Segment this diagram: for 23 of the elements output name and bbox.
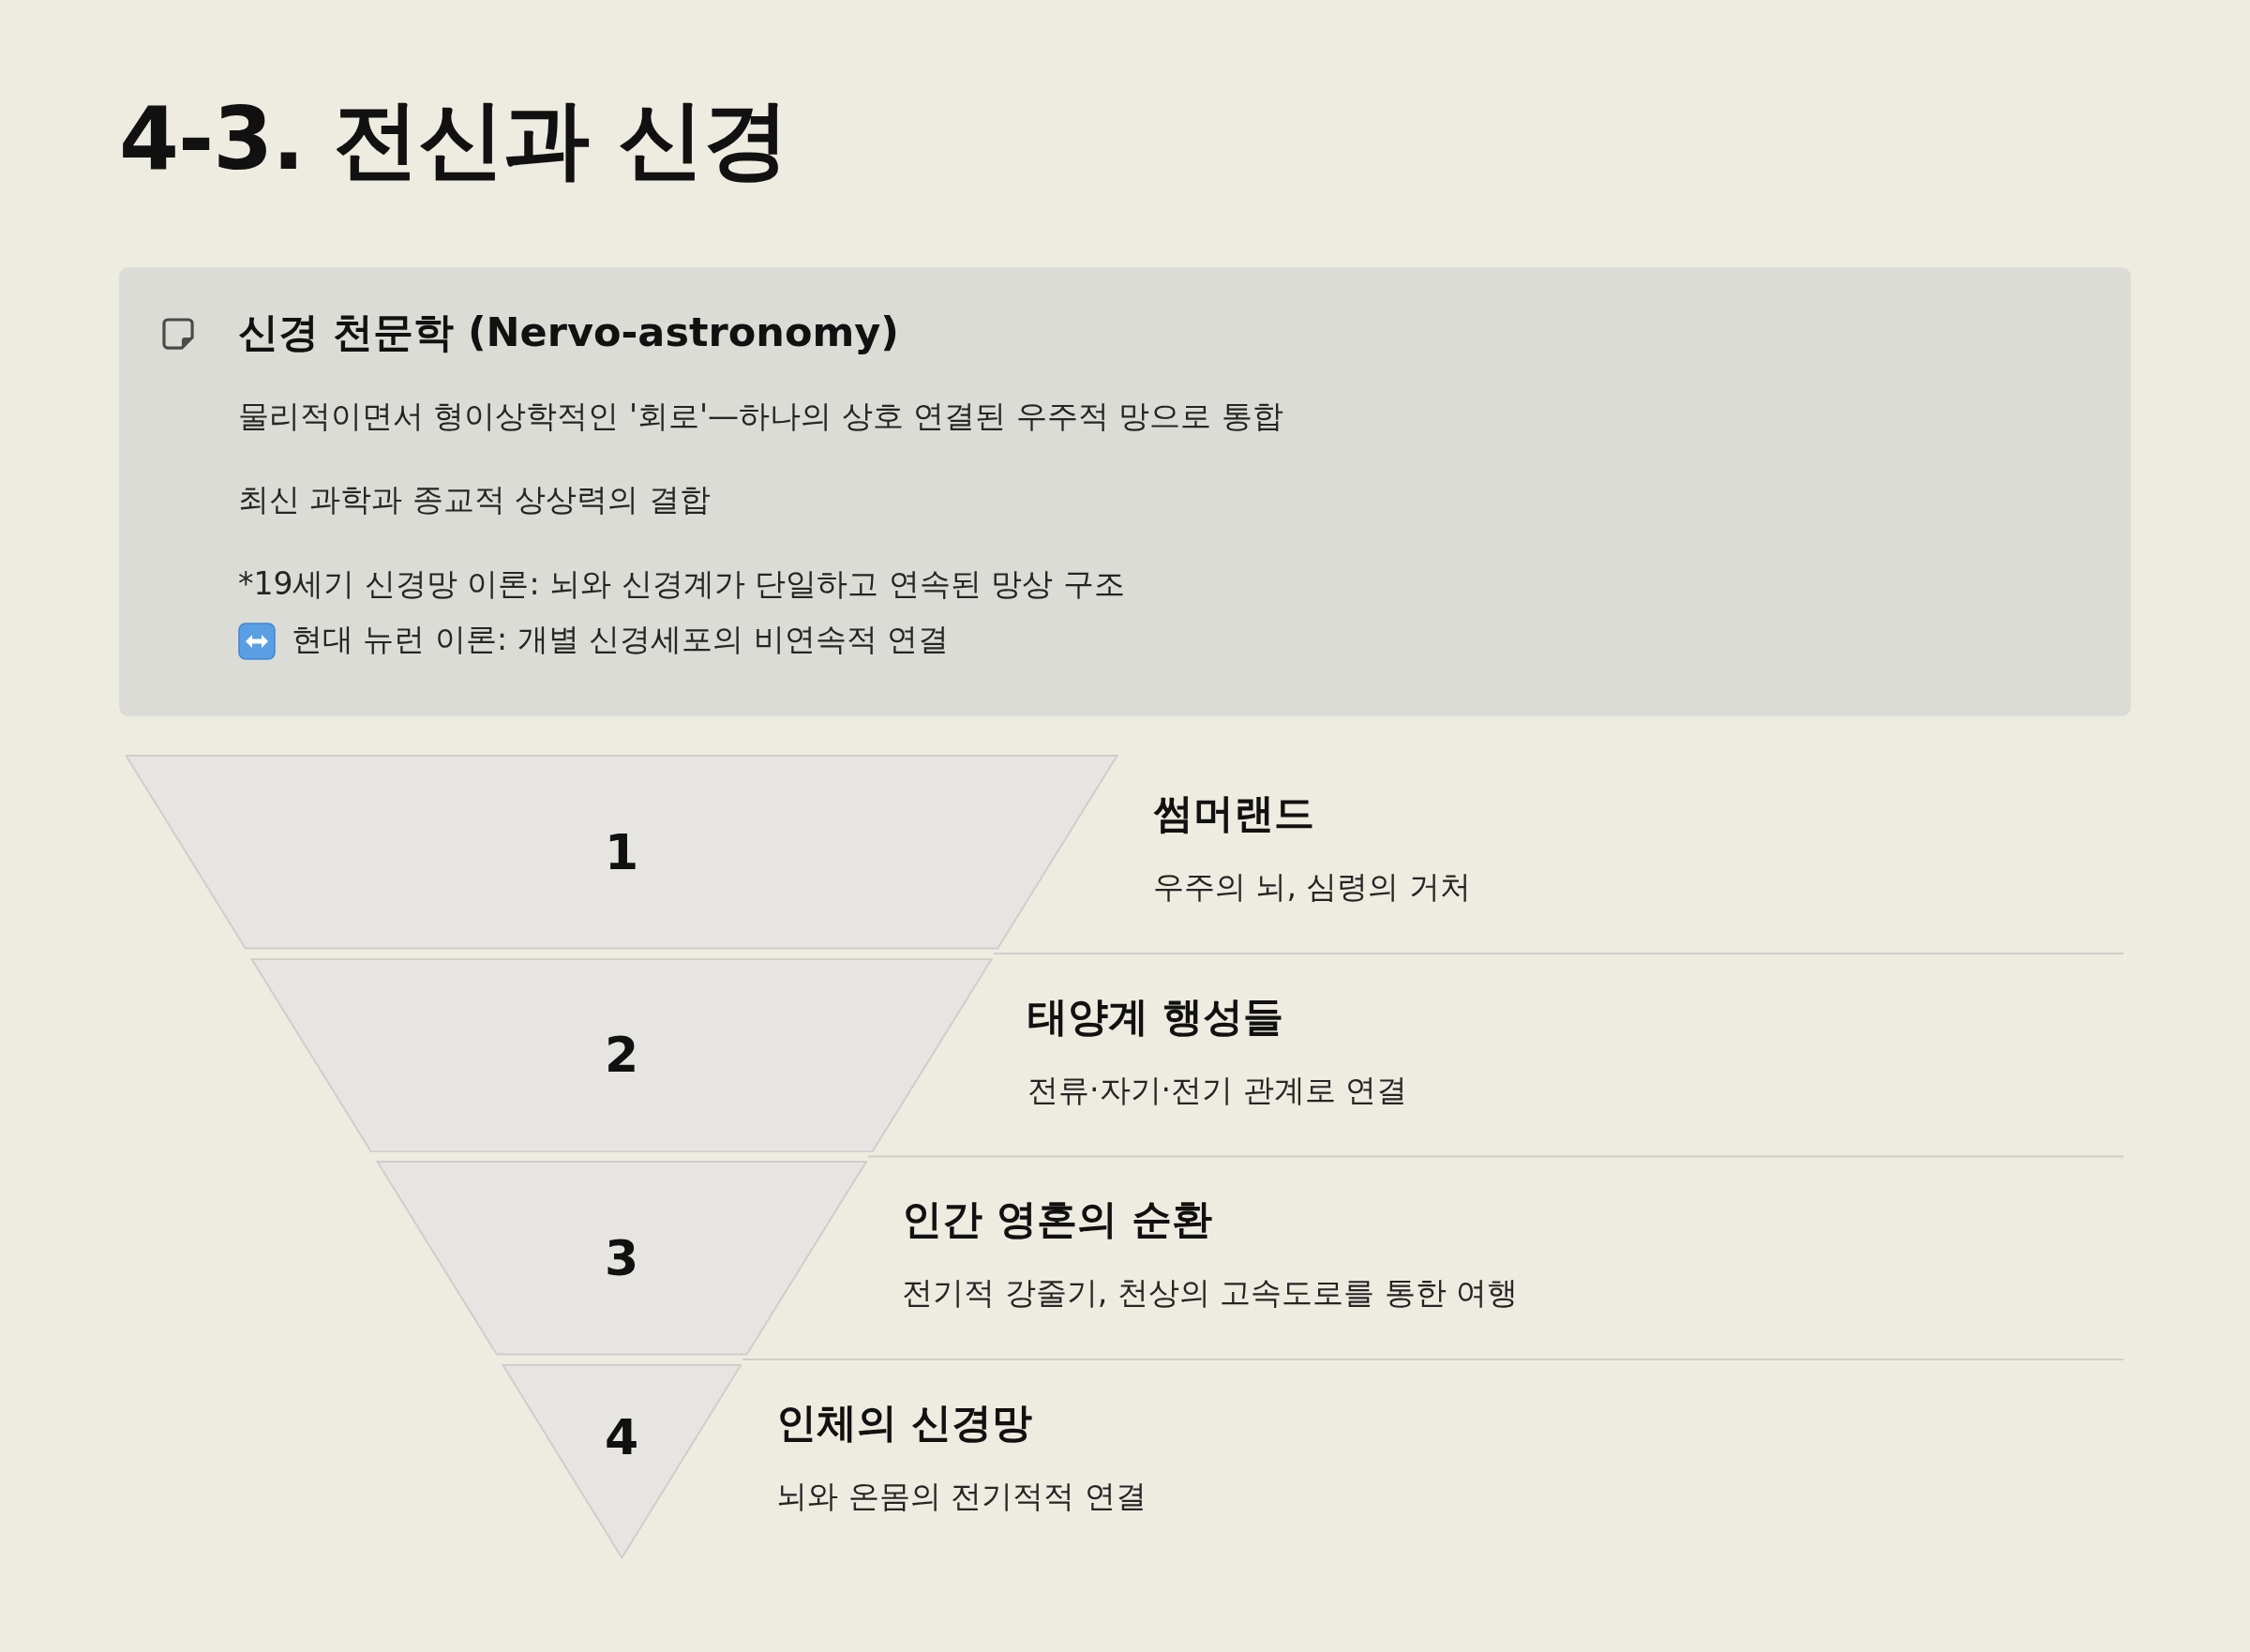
tier-heading: 태양계 행성들	[1028, 991, 1284, 1042]
segment-number: 3	[604, 1228, 639, 1287]
callout-text: 최신 과학과 종교적 상상력의 결합	[238, 480, 711, 519]
funnel-segment	[375, 1161, 868, 1356]
callout-text: *19세기 신경망 이론: 뇌와 신경계가 단일하고 연속된 망상 구조	[238, 564, 1125, 604]
tier-description: 전류·자기·전기 관계로 연결	[1028, 1070, 1408, 1110]
tier-description: 우주의 뇌, 심령의 거처	[1153, 866, 1471, 907]
callout-box	[119, 267, 2131, 716]
segment-number: 4	[604, 1408, 639, 1467]
tier-heading: 썸머랜드	[1153, 788, 1314, 839]
tier-description: 전기적 강줄기, 천상의 고속도로를 통한 여행	[902, 1272, 1519, 1313]
tier-heading: 인체의 신경망	[776, 1397, 1033, 1448]
segment-number: 1	[604, 822, 639, 881]
callout-text: 물리적이면서 형이상학적인 '회로'—하나의 상호 연결된 우주적 망으로 통합	[238, 397, 1283, 436]
page-title: 4-3. 전신과 신경	[119, 90, 789, 189]
funnel-segment	[249, 957, 994, 1152]
tier-heading: 인간 영혼의 순환	[902, 1194, 1213, 1245]
funnel-triangle	[501, 1363, 742, 1558]
callout-text: 현대 뉴런 이론: 개별 신경세포의 비연속적 연결	[292, 620, 950, 659]
callout-heading: 신경 천문학 (Nervo-astronomy)	[238, 308, 899, 357]
funnel-segment	[125, 755, 1118, 950]
tier-description: 뇌와 온몸의 전기적적 연결	[776, 1476, 1147, 1516]
segment-number: 2	[604, 1026, 639, 1085]
